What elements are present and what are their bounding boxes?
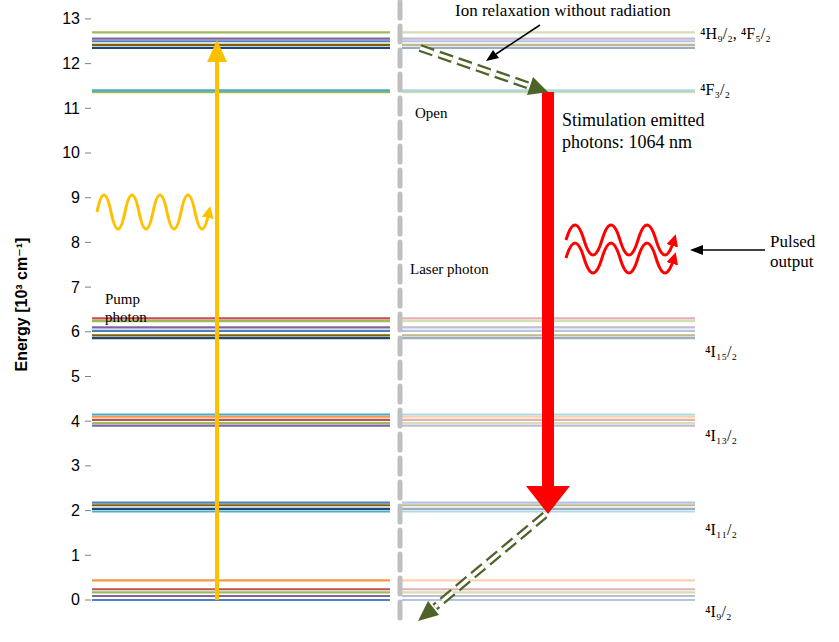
leader-line [496,25,540,54]
axis-tick [85,376,91,377]
energy-level-line [92,591,390,593]
tick-label: 9 [46,188,80,207]
axis-tick [85,108,91,109]
pump-arrowhead [207,40,227,62]
tick-label: 0 [46,590,80,609]
tick-label: 10 [46,143,80,162]
annotation: Pump photon [105,290,167,326]
level-label: ⁴I₉/₂ [705,602,785,621]
axis-tick [85,510,91,511]
separator-dashed [398,2,403,625]
tick-label: 3 [46,456,80,475]
tick-label: 2 [46,501,80,520]
tick-label: 6 [46,322,80,341]
energy-level-line [92,330,390,332]
axis-tick [85,600,91,601]
energy-level-line [92,508,390,510]
laser-arrow [542,92,554,490]
laser-photon-wave [566,243,674,273]
axis-tick [85,197,91,198]
annotation: Ion relaxation without radiation [455,1,715,21]
energy-level-line [402,37,695,39]
energy-level-line [92,37,390,39]
energy-level-line [92,334,390,336]
axis-tick [85,287,91,288]
energy-level-line [92,419,390,421]
energy-level-line [402,40,695,42]
axis-title: Energy [10³ cm⁻¹] [12,238,31,372]
energy-level-line [402,44,695,46]
axis-tick [85,421,91,422]
energy-level-line [92,47,390,49]
pump-photon-wave [97,195,209,229]
relaxation-arrow [435,515,545,607]
energy-level-line [402,31,695,33]
level-label: ⁴I₁₁/₂ [705,520,785,539]
energy-level-line [92,579,390,581]
tick-label: 11 [46,99,80,118]
axis-tick [85,63,91,64]
relaxation-arrowhead [527,77,548,95]
energy-level-line [92,91,390,93]
energy-level-line [92,89,390,91]
annotation: Laser photon [410,260,520,278]
energy-level-line [92,501,390,503]
axis-tick [85,18,91,19]
tick-label: 7 [46,278,80,297]
level-label: ⁴I₁₅/₂ [705,342,785,361]
energy-level-line [92,416,390,418]
relaxation-arrowhead [418,601,439,621]
energy-level-line [92,504,390,506]
laser-arrowhead [526,486,570,514]
energy-level-line [92,510,390,512]
energy-level-line [92,44,390,46]
annotation: Pulsed output [770,232,836,273]
energy-level-line [92,31,390,33]
axis-tick [85,242,91,243]
energy-level-line [92,595,390,597]
energy-level-line [402,588,695,590]
tick-label: 1 [46,546,80,565]
level-label: ⁴H₉/₂, ⁴F₅/₂ [700,24,835,43]
annotation: Open [415,104,475,122]
energy-level-line [402,89,695,91]
energy-level-line [92,422,390,424]
axis-tick [85,331,91,332]
level-label: ⁴I₁₃/₂ [705,426,785,445]
energy-level-line [92,413,390,415]
level-label: ⁴F₃/₂ [700,80,780,99]
relaxation-arrow [435,515,545,607]
axis-tick [85,465,91,466]
axis-tick [85,555,91,556]
energy-level-line [92,425,390,427]
energy-level-line [92,588,390,590]
energy-level-line [402,47,695,49]
leader-line [702,249,765,251]
relaxation-arrow [420,48,530,86]
energy-level-line [92,599,390,601]
relaxation-arrow [420,48,530,86]
energy-level-line [92,337,390,339]
energy-level-line [92,326,390,328]
axis-ticks [85,19,91,600]
tick-label: 5 [46,367,80,386]
tick-label: 12 [46,54,80,73]
pump-arrow [215,56,219,600]
energy-level-line [92,40,390,42]
leader-arrowhead [690,245,703,255]
tick-label: 13 [46,9,80,28]
axis-tick [85,153,91,154]
annotation: Stimulation emitted photons: 1064 nm [562,110,742,153]
energy-level-line [402,579,695,581]
leader-arrowhead [486,50,499,61]
tick-label: 4 [46,412,80,431]
tick-label: 8 [46,233,80,252]
